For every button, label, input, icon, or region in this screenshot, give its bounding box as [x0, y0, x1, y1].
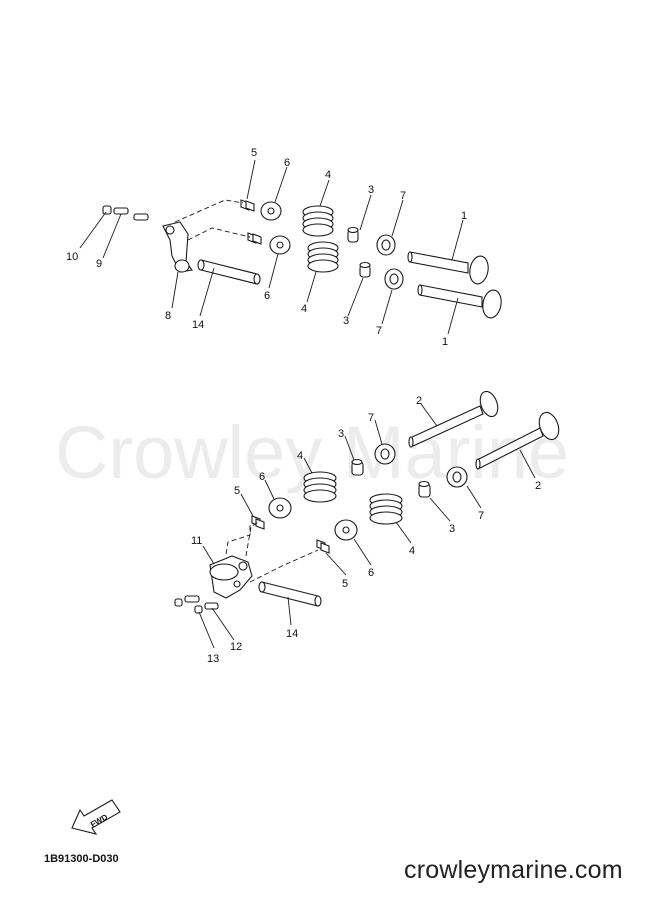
valve-seal-part-7-upper: [374, 443, 396, 465]
callout-9: 9: [96, 258, 102, 270]
valve-seal-part-7-upper: [376, 234, 396, 256]
valve-cotter-part-5-lower: [247, 232, 262, 245]
rocker-arm-part-8: [162, 221, 193, 273]
spring-retainer-part-6-lower: [334, 519, 358, 541]
valve-seal-part-7-lower: [384, 268, 404, 290]
guide-line: [225, 522, 251, 555]
valve-spring-part-4-upper: [303, 471, 337, 503]
nut-part-10: [102, 205, 112, 215]
lower-callouts: 2 2 7 7 3 3 4 4 6 6 5 5 11 14 12 13: [191, 395, 541, 665]
adjust-screw-part-9: [113, 207, 129, 215]
callout-2: 2: [416, 395, 422, 407]
valve-part-2-upper: [408, 390, 499, 448]
lower-valve-assembly: [174, 390, 560, 614]
callout-13: 13: [207, 653, 219, 665]
callout-14: 14: [192, 319, 204, 331]
callout-6: 6: [368, 567, 374, 579]
callout-3: 3: [343, 315, 349, 327]
diagram-code: 1B91300-D030: [44, 853, 119, 865]
valve-spring-part-4-lower: [307, 241, 339, 273]
callout-4: 4: [297, 450, 303, 462]
valve-spring-part-4-lower: [369, 493, 403, 525]
upper-callouts: 1 1 7 7 3 3 4 4 6 6 5 14 8 9 10: [66, 147, 467, 348]
callout-3: 3: [449, 523, 455, 535]
rocker-shaft-part-14-lower: [258, 581, 322, 607]
callout-5: 5: [342, 578, 348, 590]
valve-part-1-upper: [407, 251, 489, 285]
callout-6: 6: [264, 290, 270, 302]
callout-12: 12: [230, 641, 242, 653]
callout-4: 4: [409, 545, 415, 557]
callout-7: 7: [478, 510, 484, 522]
callout-1: 1: [442, 336, 448, 348]
callout-6: 6: [259, 471, 265, 483]
callout-4: 4: [325, 169, 331, 181]
callout-3: 3: [368, 184, 374, 196]
rocker-shaft-part-14-upper: [197, 259, 261, 285]
callout-11: 11: [191, 535, 202, 547]
callout-7: 7: [376, 325, 382, 337]
callout-6: 6: [284, 157, 290, 169]
upper-leader-lines: [79, 159, 464, 335]
callout-14: 14: [286, 628, 298, 640]
valve-cotter-part-5-lower: [316, 539, 330, 554]
guide-line: [174, 199, 244, 223]
valve-spring-part-4-upper: [302, 205, 334, 237]
rocker-arm-part-11: [209, 555, 253, 599]
spring-retainer-part-6-upper: [268, 497, 292, 519]
callout-5: 5: [234, 485, 240, 497]
callout-5: 5: [251, 147, 257, 159]
stem-seal-part-3-lower: [359, 261, 371, 278]
guide-line: [245, 521, 259, 557]
callout-2: 2: [535, 480, 541, 492]
valve-part-2-lower: [475, 411, 560, 470]
lower-leader-lines: [198, 403, 536, 649]
callout-4: 4: [301, 303, 307, 315]
guide-line: [187, 227, 251, 241]
adjust-screw-part-12: [184, 595, 219, 610]
stem-seal-part-3-upper: [347, 226, 359, 243]
screw-part-9-b: [133, 213, 149, 221]
valve-cotter-part-5-upper: [251, 515, 265, 530]
callout-10: 10: [66, 251, 78, 263]
callout-7: 7: [368, 412, 374, 424]
guide-line: [249, 549, 319, 583]
callout-7: 7: [400, 190, 406, 202]
stem-seal-part-3-upper: [351, 458, 364, 476]
website-link[interactable]: crowleymarine.com: [404, 856, 623, 884]
nut-part-13: [174, 598, 203, 614]
valve-cotter-part-5-upper: [240, 199, 255, 212]
upper-valve-assembly: [102, 199, 502, 319]
callout-3: 3: [338, 428, 344, 440]
valve-seal-part-7-lower: [446, 466, 468, 488]
callout-1: 1: [461, 210, 467, 222]
valve-part-1-lower: [417, 284, 502, 319]
spring-retainer-part-6-upper: [260, 201, 282, 221]
fwd-arrow-icon: FWD: [71, 799, 121, 835]
callout-8: 8: [165, 310, 171, 322]
spring-retainer-part-6-lower: [269, 235, 291, 255]
stem-seal-part-3-lower: [418, 480, 431, 498]
